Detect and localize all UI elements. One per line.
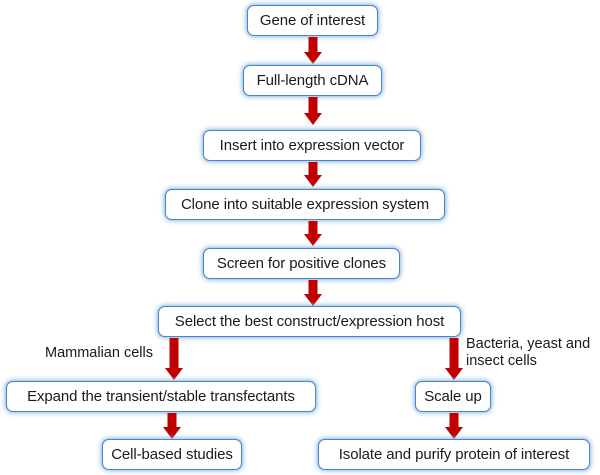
arrow-shaft: [449, 413, 458, 428]
arrow-gene-to-cdna: [303, 37, 322, 64]
arrow-shaft: [308, 280, 317, 295]
node-select-best-construct[interactable]: Select the best construct/expression hos…: [158, 306, 461, 337]
node-label: Expand the transient/stable transfectant…: [27, 388, 295, 405]
arrow-head: [444, 427, 463, 439]
arrow-select-to-expand: [164, 338, 183, 380]
arrow-select-to-scaleup: [444, 338, 463, 380]
edge-label-bacteria-yeast-insect: Bacteria, yeast and insect cells: [466, 336, 590, 370]
arrow-expand-to-cellstudies: [162, 413, 181, 439]
arrow-shaft: [308, 37, 317, 53]
arrow-scaleup-to-isolate: [444, 413, 463, 439]
node-insert-into-vector[interactable]: Insert into expression vector: [203, 130, 421, 161]
arrow-head: [303, 52, 322, 64]
node-expand-transfectants[interactable]: Expand the transient/stable transfectant…: [6, 381, 316, 412]
node-label: Select the best construct/expression hos…: [174, 313, 445, 330]
arrow-head: [303, 294, 322, 306]
node-label: Clone into suitable expression system: [180, 196, 430, 213]
node-cell-based-studies[interactable]: Cell-based studies: [102, 439, 242, 470]
node-scale-up[interactable]: Scale up: [415, 381, 491, 412]
node-label: Insert into expression vector: [219, 137, 405, 154]
node-clone-into-system[interactable]: Clone into suitable expression system: [165, 189, 445, 220]
arrow-shaft: [449, 338, 458, 369]
node-screen-positive-clones[interactable]: Screen for positive clones: [203, 248, 400, 279]
arrow-screen-to-select: [303, 280, 322, 306]
node-isolate-purify-protein[interactable]: Isolate and purify protein of interest: [318, 439, 590, 470]
arrow-clone-to-screen: [303, 221, 322, 246]
arrow-head: [444, 368, 463, 380]
arrow-shaft: [167, 413, 176, 428]
node-full-length-cdna[interactable]: Full-length cDNA: [243, 65, 382, 96]
arrow-cdna-to-insert: [303, 97, 322, 125]
node-label: Isolate and purify protein of interest: [338, 446, 570, 463]
node-label: Gene of interest: [259, 12, 366, 29]
edge-label-line-1: Mammalian cells: [45, 345, 153, 361]
arrow-insert-to-clone: [303, 162, 322, 187]
arrow-head: [303, 234, 322, 246]
node-label: Full-length cDNA: [256, 72, 369, 89]
node-label: Cell-based studies: [111, 446, 233, 463]
edge-label-mammalian-cells: Mammalian cells: [45, 345, 153, 362]
arrow-head: [303, 175, 322, 187]
arrow-shaft: [308, 97, 317, 114]
node-gene-of-interest[interactable]: Gene of interest: [247, 5, 378, 36]
arrow-shaft: [308, 162, 317, 176]
arrow-head: [162, 427, 181, 439]
arrow-shaft: [308, 221, 317, 235]
edge-label-line-1: Bacteria, yeast and: [466, 336, 591, 352]
arrow-shaft: [169, 338, 178, 369]
node-label: Screen for positive clones: [216, 255, 387, 272]
arrow-head: [303, 113, 322, 125]
node-label: Scale up: [424, 388, 482, 405]
arrow-head: [164, 368, 183, 380]
edge-label-line-2: insect cells: [466, 353, 537, 369]
